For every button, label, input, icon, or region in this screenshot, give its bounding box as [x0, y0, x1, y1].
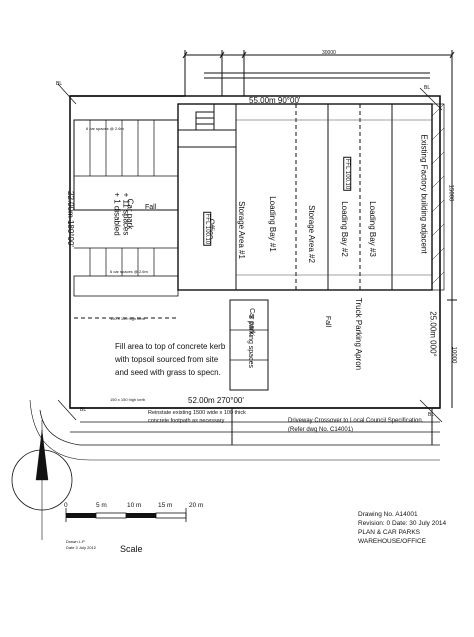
fill-note-3: and seed with grass to specn.: [115, 368, 221, 377]
scale-tick-15: 15 m: [158, 502, 173, 509]
driveway-note-1: Driveway Crossover to Local Council Spec…: [288, 418, 424, 424]
storage-area-1-label: Storage Area #1: [236, 201, 246, 259]
drawn-date: Date 3 July 2012: [66, 545, 97, 550]
top-dimension: 30000: [322, 50, 336, 56]
bl-top-left: BL: [56, 81, 63, 87]
kerb-top-label: 150 x 150 high kerb: [110, 316, 146, 321]
loading-bay-1-label: Loading Bay #1: [267, 196, 277, 252]
building-outline: [177, 103, 433, 291]
right-dim-upper: 15000: [447, 184, 454, 202]
scale-bar: [65, 508, 187, 522]
title-line-1: PLAN & CAR PARKS: [358, 529, 421, 536]
loading-bay-3-label: Loading Bay #3: [367, 201, 377, 257]
existing-factory-label: Existing Factory building adjacent: [419, 134, 429, 254]
scale-tick-0: 0: [64, 502, 68, 509]
bottom-boundary-label: 52.00m 270°00': [188, 396, 244, 405]
truck-apron-label: Truck Parking Apron: [354, 297, 364, 371]
car-park-disabled: + 1 disabled: [112, 192, 122, 236]
office-ffl: FFL 100.10: [203, 211, 212, 247]
spaces-top-label: 6 car spaces @ 2.6m: [86, 126, 124, 131]
driveway-note-2: (Refer dwg No. C14001): [288, 427, 354, 433]
fill-note-2: with topsoil sourced from site: [115, 355, 219, 364]
bay-ffl: FFL 100.10: [343, 156, 352, 192]
office-outline: [177, 129, 237, 291]
drawn-by: Drawn L.P: [66, 539, 85, 544]
fall-label: Fall: [145, 204, 157, 211]
title-line-2: WAREHOUSE/OFFICE: [358, 538, 427, 545]
top-boundary-label: 55.00m 90°00': [249, 96, 301, 105]
car-park-spaces: + 11 spaces: [121, 192, 131, 236]
right-dim-lower: 10000: [450, 346, 457, 364]
small-car-park: [229, 299, 269, 391]
right-boundary-label: 25.00m 000°: [428, 311, 438, 357]
drawing-number: Drawing No. A14001: [358, 511, 418, 518]
reinstate-note-1: Reinstate existing 1500 wide x 100 thick: [148, 410, 246, 416]
scale-tick-10: 10 m: [127, 502, 142, 509]
truck-fall-label: Fall: [324, 315, 332, 328]
scale-title: Scale: [120, 544, 143, 554]
fill-note-1: Fill area to top of concrete kerb: [115, 342, 226, 351]
left-boundary-label: 22.00m 180°00': [65, 191, 75, 247]
kerb-bottom-label: 150 x 150 high kerb: [110, 397, 146, 402]
loading-bay-2-label: Loading Bay #2: [339, 201, 349, 257]
scale-tick-20: 20 m: [189, 502, 204, 509]
small-car-park-spaces: 3 parking spaces: [246, 315, 254, 368]
storage-area-2-label: Storage Area #2: [306, 205, 316, 263]
revision: Revision: 0 Date: 30 July 2014: [358, 520, 447, 527]
scale-tick-5: 5 m: [96, 502, 107, 509]
bl-top-right: BL: [424, 85, 431, 91]
bl-bottom-right: BL: [428, 412, 435, 418]
bl-bottom-left: BL: [80, 407, 87, 413]
reinstate-note-2: concrete footpath as necessary: [148, 418, 225, 424]
spaces-mid-label: 6 car spaces @ 2.6m: [110, 269, 148, 274]
